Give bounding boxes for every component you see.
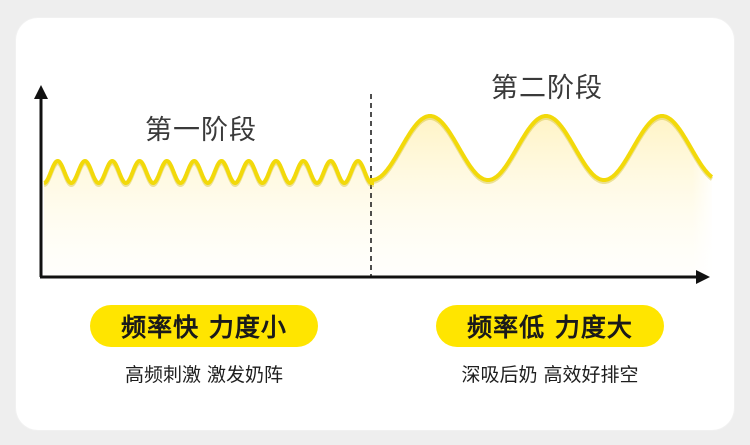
- phase2-description: 深吸后奶 高效好排空: [461, 364, 639, 386]
- y-axis-arrow-icon: [34, 85, 48, 99]
- x-axis-arrow-icon: [696, 270, 710, 284]
- phase1-description: 高频刺激 激发奶阵: [124, 364, 284, 386]
- wave-area-fill: [44, 116, 712, 276]
- phase2-badge: 频率低 力度大: [436, 305, 664, 347]
- fade-overlay: [600, 100, 715, 278]
- phase2-title: 第二阶段: [491, 73, 603, 104]
- phase1-title: 第一阶段: [145, 115, 257, 146]
- wave-line: [43, 114, 714, 186]
- phase1-badge: 频率快 力度小: [90, 305, 318, 347]
